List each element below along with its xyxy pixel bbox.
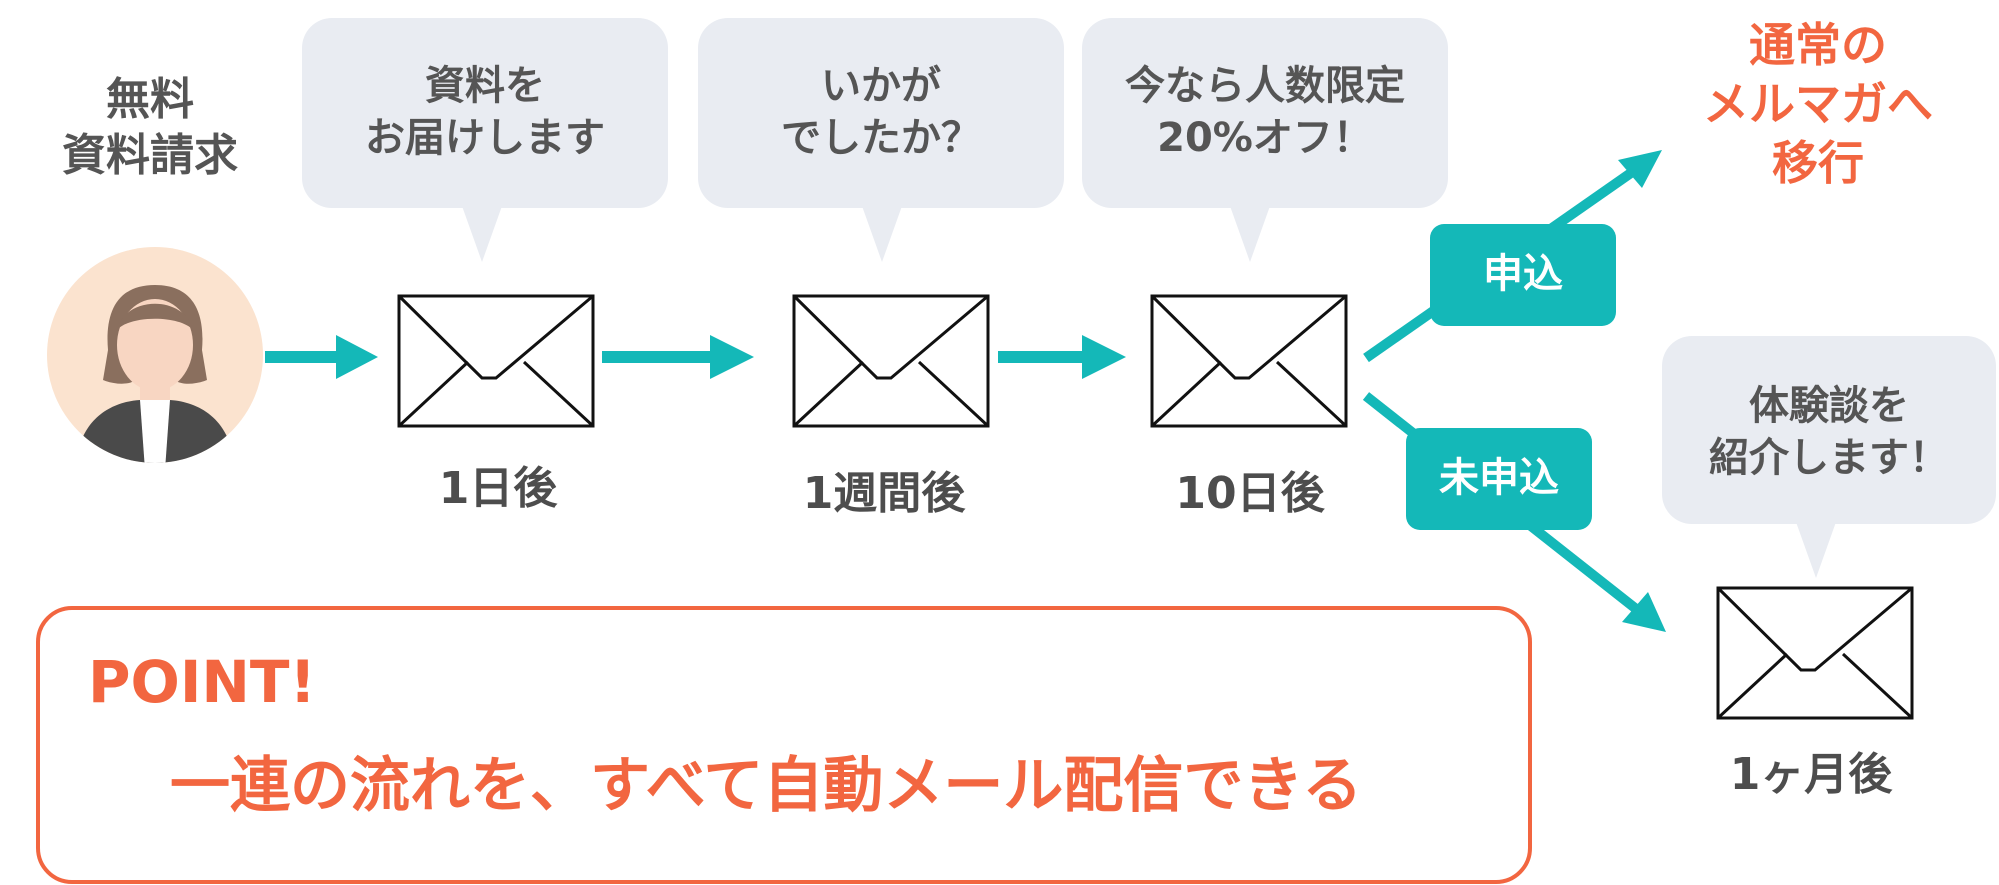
envelope-icon-step-2 — [792, 294, 990, 428]
bubble-line-2: でしたか？ — [781, 115, 981, 161]
bubble-line-2: お届けします — [365, 115, 605, 161]
bubble-line-1: 資料を — [425, 63, 545, 109]
bubble-text-step-1: 資料を お届けします — [302, 60, 668, 164]
requester-label-line-1: 無料 — [106, 74, 194, 125]
speech-bubble-step-2 — [698, 18, 1064, 262]
point-text: 一連の流れを、すべて自動メール配信できる — [170, 751, 1363, 821]
speech-bubble-step-1 — [302, 18, 668, 262]
delay-label-step-1: 1日後 — [438, 463, 558, 514]
envelope-icon-step-1 — [397, 294, 595, 428]
bubble-text-not-applied: 体験談を 紹介します！ — [1662, 380, 1996, 484]
envelope-icon-not-applied — [1716, 586, 1914, 720]
applied-result-line-3: 移行 — [1772, 135, 1864, 190]
speech-bubble-step-3 — [1082, 18, 1448, 262]
point-title: POINT! — [88, 648, 316, 716]
requester-label: 無料 資料請求 — [40, 72, 260, 185]
person-avatar — [47, 247, 263, 463]
pill-not-applied — [1406, 428, 1592, 530]
speech-bubble-not-applied — [1662, 336, 1996, 578]
arrow-mail-2-to-mail-3 — [998, 335, 1126, 379]
delay-label-step-3: 10日後 — [1175, 468, 1325, 519]
pill-applied — [1430, 224, 1616, 326]
envelope-icon-step-3 — [1150, 294, 1348, 428]
bubble-text-step-3: 今なら人数限定 20%オフ！ — [1082, 60, 1448, 164]
bubble-line-2: 紹介します！ — [1709, 435, 1949, 481]
bubble-line-1: 今なら人数限定 — [1125, 63, 1405, 109]
bubble-line-1: 体験談を — [1749, 383, 1909, 429]
delay-label-not-applied: 1ヶ月後 — [1729, 749, 1893, 800]
requester-label-line-2: 資料請求 — [62, 130, 238, 182]
pill-label-applied: 申込 — [1483, 251, 1563, 297]
applied-result-line-2: メルマガへ — [1703, 76, 1933, 131]
arrow-avatar-to-mail-1 — [265, 335, 378, 379]
bubble-line-2: 20%オフ！ — [1157, 115, 1373, 161]
bubble-text-step-2: いかが でしたか？ — [698, 60, 1064, 164]
delay-label-step-2: 1週間後 — [802, 468, 966, 519]
arrow-mail-1-to-mail-2 — [602, 335, 754, 379]
applied-result-text: 通常の メルマガへ 移行 — [1668, 16, 1968, 193]
pill-label-not-applied: 未申込 — [1439, 455, 1559, 501]
bubble-line-1: いかが — [821, 63, 941, 109]
applied-result-line-1: 通常の — [1749, 18, 1887, 72]
point-box — [36, 606, 1532, 884]
